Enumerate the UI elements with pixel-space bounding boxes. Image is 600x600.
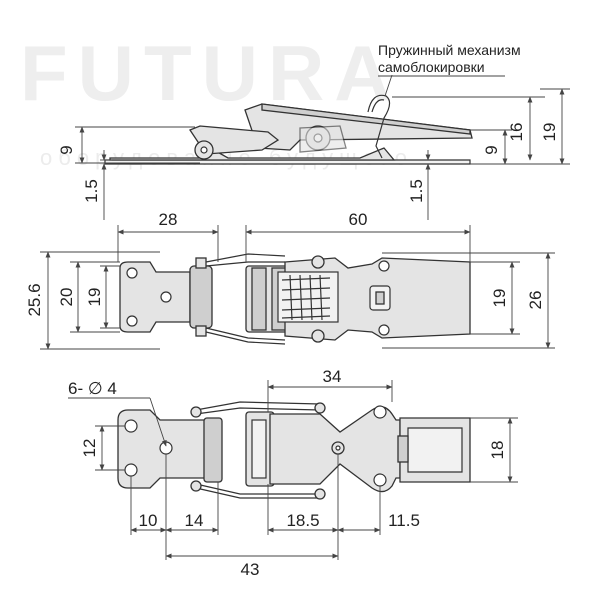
dim-43: 43 (241, 560, 260, 579)
dim-12: 12 (80, 439, 99, 458)
dim-20: 20 (57, 288, 76, 307)
side-view: 9 1.5 9 16 19 1.5 Пружинный механизм сам… (57, 42, 570, 220)
dim-11-5: 11.5 (388, 511, 420, 530)
spring-note-line2: самоблокировки (378, 59, 485, 75)
bottom-view: 6- ∅ 4 34 12 18 10 14 18.5 11.5 (68, 367, 518, 579)
dim-10: 10 (139, 511, 158, 530)
dim-19: 19 (540, 123, 559, 142)
dim-14: 14 (185, 511, 204, 530)
dim-1-5-left: 1.5 (82, 179, 101, 203)
dim-9-left: 9 (57, 145, 76, 154)
dim-60: 60 (349, 210, 368, 229)
dim-9-right: 9 (482, 145, 501, 154)
spring-note-line1: Пружинный механизм (378, 42, 521, 58)
dim-1-5-right: 1.5 (407, 179, 426, 203)
watermark-brand: FUTURA (20, 29, 401, 117)
dim-18-5: 18.5 (286, 511, 319, 530)
dim-19-left: 19 (85, 288, 104, 307)
dim-16: 16 (507, 123, 526, 142)
dim-34: 34 (323, 367, 342, 386)
dim-26: 26 (526, 291, 545, 310)
dim-holes: 6- ∅ 4 (68, 379, 117, 398)
dim-25-6: 25.6 (25, 283, 44, 316)
top-view: 28 60 25.6 20 19 19 26 (25, 210, 555, 350)
dim-28: 28 (159, 210, 178, 229)
dim-18: 18 (488, 441, 507, 460)
dim-19-right: 19 (490, 289, 509, 308)
